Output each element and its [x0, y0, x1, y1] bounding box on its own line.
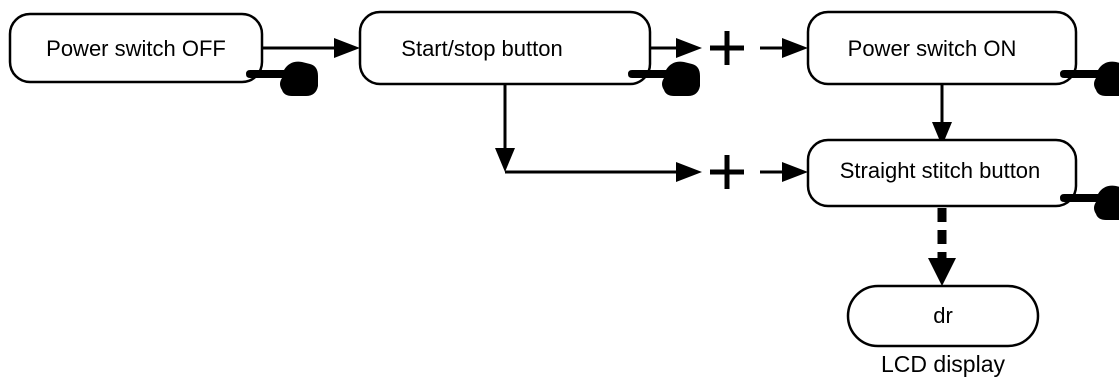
lcd-display-value: dr	[933, 303, 953, 328]
power-on-label: Power switch ON	[848, 36, 1017, 61]
arrow-start-to-plus	[650, 38, 702, 58]
start-stop-label: Start/stop button	[401, 36, 562, 61]
plus-sign	[710, 31, 744, 65]
arrow-power-on-to-straight	[932, 84, 952, 146]
arrow-plus-to-straight	[760, 162, 808, 182]
power-off-step: Power switch OFF	[8, 12, 264, 84]
power-off-label: Power switch OFF	[46, 36, 226, 61]
arrow-plus-to-power-on	[760, 38, 808, 58]
lcd-display: dr	[846, 284, 1040, 348]
start-stop-step: Start/stop button	[358, 10, 652, 86]
plus-sign	[710, 155, 744, 189]
dashed-arrow-to-display	[928, 208, 956, 286]
arrow-branch-to-plus	[505, 162, 702, 182]
arrow-start-branch-down	[495, 84, 515, 172]
lcd-display-caption: LCD display	[881, 351, 1005, 377]
straight-stitch-label: Straight stitch button	[840, 158, 1041, 183]
arrow-off-to-start	[262, 38, 360, 58]
straight-stitch-step: Straight stitch button	[806, 138, 1078, 208]
power-on-step: Power switch ON	[806, 10, 1078, 86]
